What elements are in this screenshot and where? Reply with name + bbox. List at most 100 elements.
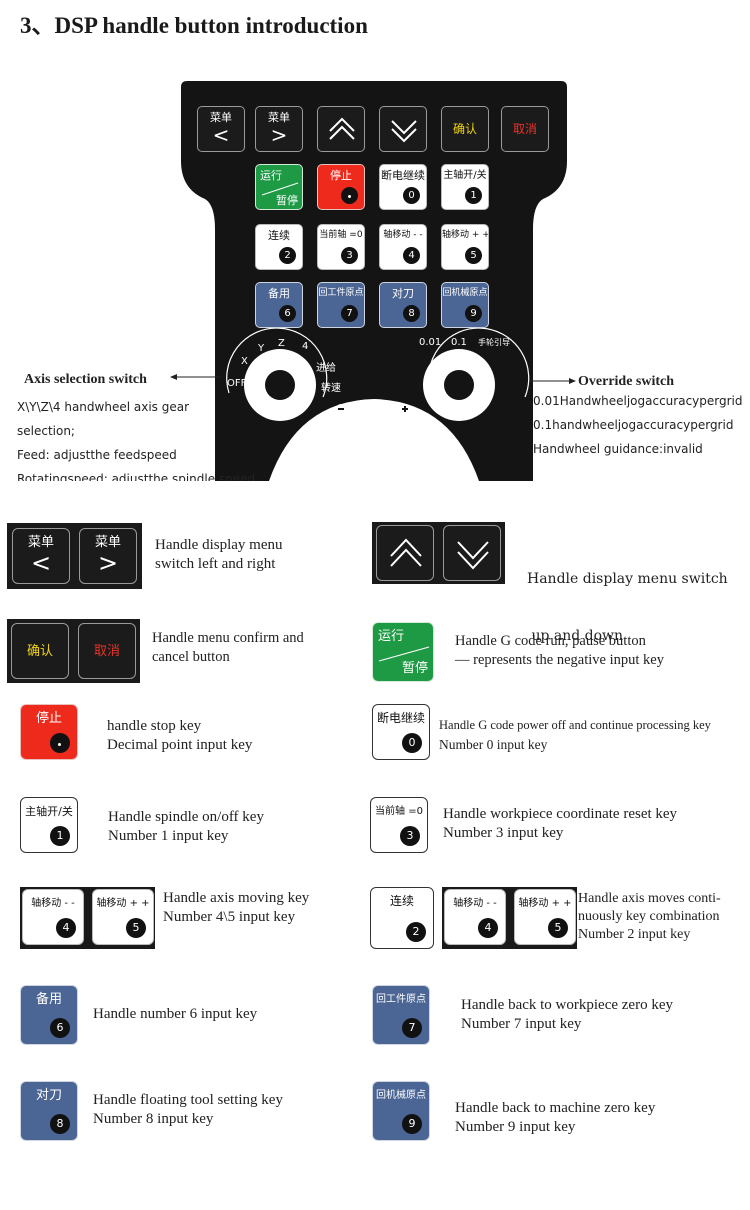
dial-label-001: 0.01: [419, 337, 442, 348]
resume-label: 断电继续: [381, 169, 425, 182]
double-chevron-down-icon: [457, 541, 489, 570]
legend-confirm-cancel-desc: Handle menu confirm and cancel button: [152, 629, 304, 667]
work-origin-key[interactable]: 回工件原点 7: [317, 282, 365, 328]
legend-menu-left-label: 菜单: [27, 535, 54, 550]
double-chevron-down-icon: [391, 120, 417, 143]
cancel-label: 取消: [512, 122, 537, 136]
legend-spare-key: 备用 6: [20, 985, 78, 1045]
menu-left-key[interactable]: 菜单 <: [197, 106, 245, 152]
legend-machine-zero-line-2: Number 9 input key: [455, 1119, 576, 1135]
machine-origin-label: 回机械原点: [442, 288, 488, 298]
current-axis-key[interactable]: 当前轴 =0 3: [317, 224, 365, 270]
legend-stop-line-1: handle stop key: [107, 718, 202, 734]
legend-axis-minus-key: 轴移动 - - 4: [22, 889, 84, 945]
number-0-badge: 0: [402, 733, 422, 753]
legend-machine-zero-line-1: Handle back to machine zero key: [455, 1100, 656, 1116]
dial-label-guide: 手轮引导: [478, 338, 510, 347]
spare-key[interactable]: 备用 6: [255, 282, 303, 328]
run-label: 运行: [260, 169, 282, 182]
spare-label: 备用: [268, 287, 290, 300]
legend-menu-down-key: [443, 525, 501, 581]
menu-right-label: 菜单: [268, 111, 290, 124]
axis-minus-key[interactable]: 轴移动 - - 4: [379, 224, 427, 270]
legend-axis-cont-desc: Handle axis moves conti- nuously key com…: [578, 890, 721, 944]
axis-switch-heading: Axis selection switch: [24, 372, 147, 387]
legend-num6-line-1: Handle number 6 input key: [93, 1006, 258, 1022]
legend-tool-set-label: 对刀: [35, 1088, 62, 1103]
legend-menu-up-key: [376, 525, 434, 581]
legend-resume-line-2: Number 0 input key: [439, 737, 548, 752]
legend-resume-desc: Handle G code power off and continue pro…: [439, 716, 711, 754]
tool-set-key[interactable]: 对刀 8: [379, 282, 427, 328]
legend-confirm-label: 确认: [26, 644, 53, 659]
legend-spindle-desc: Handle spindle on/off key Number 1 input…: [108, 808, 264, 846]
legend-axis-cont-line-2: nuously key combination: [578, 909, 720, 924]
legend-confirm-cancel-keys: 确认 取消: [7, 619, 140, 683]
number-5-badge: 5: [548, 918, 568, 938]
legend-continuous-label: 连续: [389, 894, 414, 908]
dial-label-feed: 进给: [316, 363, 336, 374]
cancel-key[interactable]: 取消: [501, 106, 549, 152]
run-pause-key[interactable]: 运行 暂停: [255, 164, 303, 210]
legend-current-axis-label: 当前轴 =0: [375, 806, 423, 817]
legend-spare-label: 备用: [35, 992, 62, 1007]
axis-switch-line-3: Feed: adjustthe feedspeed: [17, 448, 177, 462]
legend-resume-line-1: Handle G code power off and continue pro…: [439, 718, 711, 732]
arrow-right-icon: >: [97, 549, 119, 577]
menu-left-label: 菜单: [210, 111, 232, 124]
number-3-badge: 3: [400, 826, 420, 846]
legend-confirm-key: 确认: [11, 623, 69, 679]
axis-switch-line-4: Rotatingspeed: adjustthe spindle speed: [17, 472, 256, 481]
legend-current-axis-key: 当前轴 =0 3: [370, 797, 428, 853]
confirm-key[interactable]: 确认: [441, 106, 489, 152]
override-line-1: 0.01Handwheeljogaccuracypergrid: [533, 394, 743, 408]
legend-menu-lr-desc: Handle display menu switch left and righ…: [155, 536, 282, 574]
legend-continuous-key: 连续 2: [370, 887, 434, 949]
menu-up-key[interactable]: [317, 106, 365, 152]
legend-run-pause-line-1: Handle G code run, pause button: [455, 633, 646, 649]
legend-spindle-line-1: Handle spindle on/off key: [108, 809, 264, 825]
axis-plus-key[interactable]: 轴移动 + + 5: [441, 224, 489, 270]
legend-work-origin-key: 回工件原点 7: [372, 985, 430, 1045]
legend-work-zero-line-2: Number 7 input key: [461, 1016, 582, 1032]
double-chevron-up-icon: [390, 538, 422, 567]
legend-work-zero-line-1: Handle back to workpiece zero key: [461, 997, 673, 1013]
legend-run-pause-key: 运行 暂停: [372, 622, 434, 682]
legend-axis-cont-keys: 轴移动 - - 4 轴移动 + + 5: [442, 887, 577, 949]
stop-key[interactable]: 停止: [317, 164, 365, 210]
legend-menu-right-label: 菜单: [94, 535, 121, 550]
number-1-badge: 1: [465, 187, 482, 204]
legend-run-pause-desc: Handle G code run, pause button — repres…: [455, 632, 664, 670]
legend-stop-line-2: Decimal point input key: [107, 737, 253, 753]
legend-menu-ud-line-1: Handle display menu switch: [527, 571, 728, 587]
dial-label-4: 4: [302, 341, 309, 352]
legend-menu-left-key: 菜单 <: [12, 528, 70, 584]
number-9-badge: 9: [465, 305, 482, 322]
legend-machine-zero-desc: Handle back to machine zero key Number 9…: [455, 1099, 655, 1137]
legend-axis-cont-line-3: Number 2 input key: [578, 927, 691, 942]
legend-axis-minus-label: 轴移动 - -: [31, 898, 75, 909]
legend-work-origin-label: 回工件原点: [376, 994, 426, 1005]
arrow-left-icon: <: [212, 123, 230, 147]
spindle-label: 主轴开/关: [443, 170, 487, 181]
page-title: 3、DSP handle button introduction: [20, 13, 368, 38]
menu-right-key[interactable]: 菜单 >: [255, 106, 303, 152]
legend-stop-label: 停止: [35, 711, 62, 726]
axis-switch-line-1: X\Y\Z\4 handwheel axis gear: [17, 400, 190, 414]
handle-panel: 菜单 < 菜单 > 确认 取消 运行 暂停 停止 断电继续 0 主轴开/关 1: [181, 81, 567, 481]
legend-tool-setting-line-2: Number 8 input key: [93, 1111, 214, 1127]
number-7-badge: 7: [402, 1018, 422, 1038]
confirm-label: 确认: [452, 122, 477, 136]
spindle-key[interactable]: 主轴开/关 1: [441, 164, 489, 210]
legend-confirm-cancel-line-1: Handle menu confirm and: [152, 630, 304, 646]
legend-axis-cont-minus-key: 轴移动 - - 4: [444, 889, 506, 945]
legend-cancel-key: 取消: [78, 623, 136, 679]
machine-origin-key[interactable]: 回机械原点 9: [441, 282, 489, 328]
resume-key[interactable]: 断电继续 0: [379, 164, 427, 210]
menu-down-key[interactable]: [379, 106, 427, 152]
legend-menu-ud-desc: Handle display menu switch up and down: [527, 532, 728, 665]
legend-run-label: 运行: [378, 629, 405, 644]
continuous-key[interactable]: 连续 2: [255, 224, 303, 270]
legend-resume-label: 断电继续: [376, 711, 425, 725]
legend-stop-desc: handle stop key Decimal point input key: [107, 717, 252, 755]
